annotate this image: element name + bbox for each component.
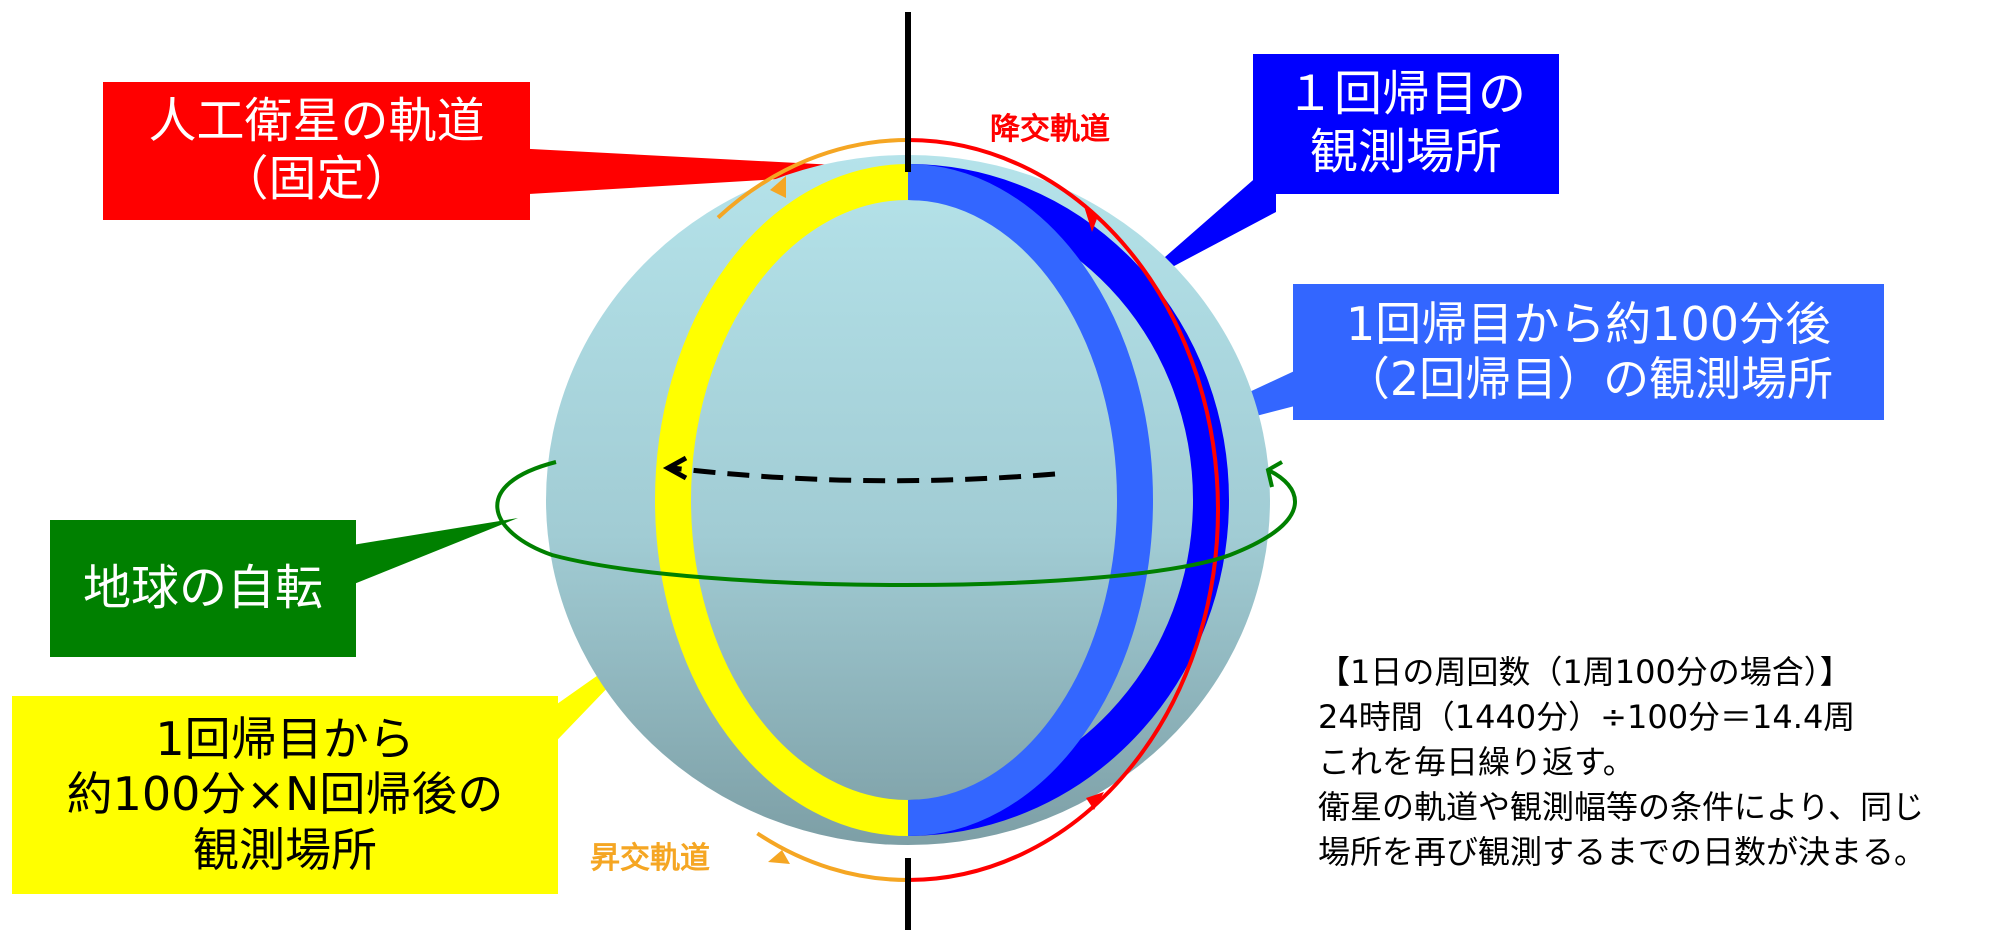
satellite-orbit-label-line1: 人工衛星の軌道 [148, 93, 485, 150]
satellite-orbit-pointer [512, 148, 930, 195]
ascending-arrow-icon [768, 850, 790, 864]
ascending-arrow-icon [770, 176, 786, 198]
rotation-direction-arrow [671, 465, 1056, 484]
earth-globe [546, 155, 1270, 845]
orbit-info-text: 【1日の周回数（1周100分の場合）】 24時間（1440分）÷100分＝14.… [1318, 650, 1926, 875]
second-observation-track [908, 164, 1153, 836]
descending-arrow-icon [1086, 792, 1104, 810]
second-observation-label-line2: （2回帰目）の観測場所 [1343, 352, 1834, 406]
ascending-orbit-path [596, 138, 909, 882]
first-observation-label: １回帰目の 観測場所 [1253, 54, 1559, 194]
nth-observation-label: 1回帰目から 約100分×N回帰後の 観測場所 [12, 696, 558, 894]
descending-orbit-path [907, 138, 1220, 882]
earth-rotation-pointer [334, 518, 518, 592]
rotation-arrow-icon [1265, 460, 1283, 488]
satellite-orbit-label-line2: （固定） [220, 151, 413, 207]
nth-observation-track [655, 164, 908, 836]
second-observation-label-line1: 1回帰目から約100分後 [1345, 296, 1832, 351]
satellite-orbit-label: 人工衛星の軌道 （固定） [103, 82, 530, 220]
earth-rotation-label-text: 地球の自転 [82, 559, 323, 616]
nth-observation-label-line2: 約100分×N回帰後の [66, 767, 504, 822]
info-heading: 【1日の周回数（1周100分の場合）】 [1318, 653, 1852, 691]
info-line: 衛星の軌道や観測幅等の条件により、同じ [1318, 788, 1925, 826]
descending-orbit-label: 降交軌道 [990, 112, 1110, 147]
ascending-orbit-label: 昇交軌道 [590, 841, 710, 876]
first-observation-label-line2: 観測場所 [1309, 124, 1502, 180]
first-observation-label-line1: １回帰目の [1285, 66, 1526, 123]
nth-observation-label-line1: 1回帰目から [155, 712, 415, 767]
earth-rotation-ring [495, 460, 1297, 587]
nth-observation-label-line3: 観測場所 [193, 822, 377, 877]
descending-arrow-icon [1084, 206, 1098, 232]
info-line: 場所を再び観測するまでの日数が決まる。 [1318, 833, 1927, 871]
earth-rotation-label: 地球の自転 [50, 520, 356, 657]
info-line: これを毎日繰り返す。 [1318, 743, 1635, 781]
rotation-direction-arrowhead-icon [662, 455, 688, 481]
info-line: 24時間（1440分）÷100分＝14.4周 [1318, 698, 1856, 736]
first-observation-track [908, 164, 1229, 836]
second-observation-label: 1回帰目から約100分後 （2回帰目）の観測場所 [1293, 284, 1884, 420]
